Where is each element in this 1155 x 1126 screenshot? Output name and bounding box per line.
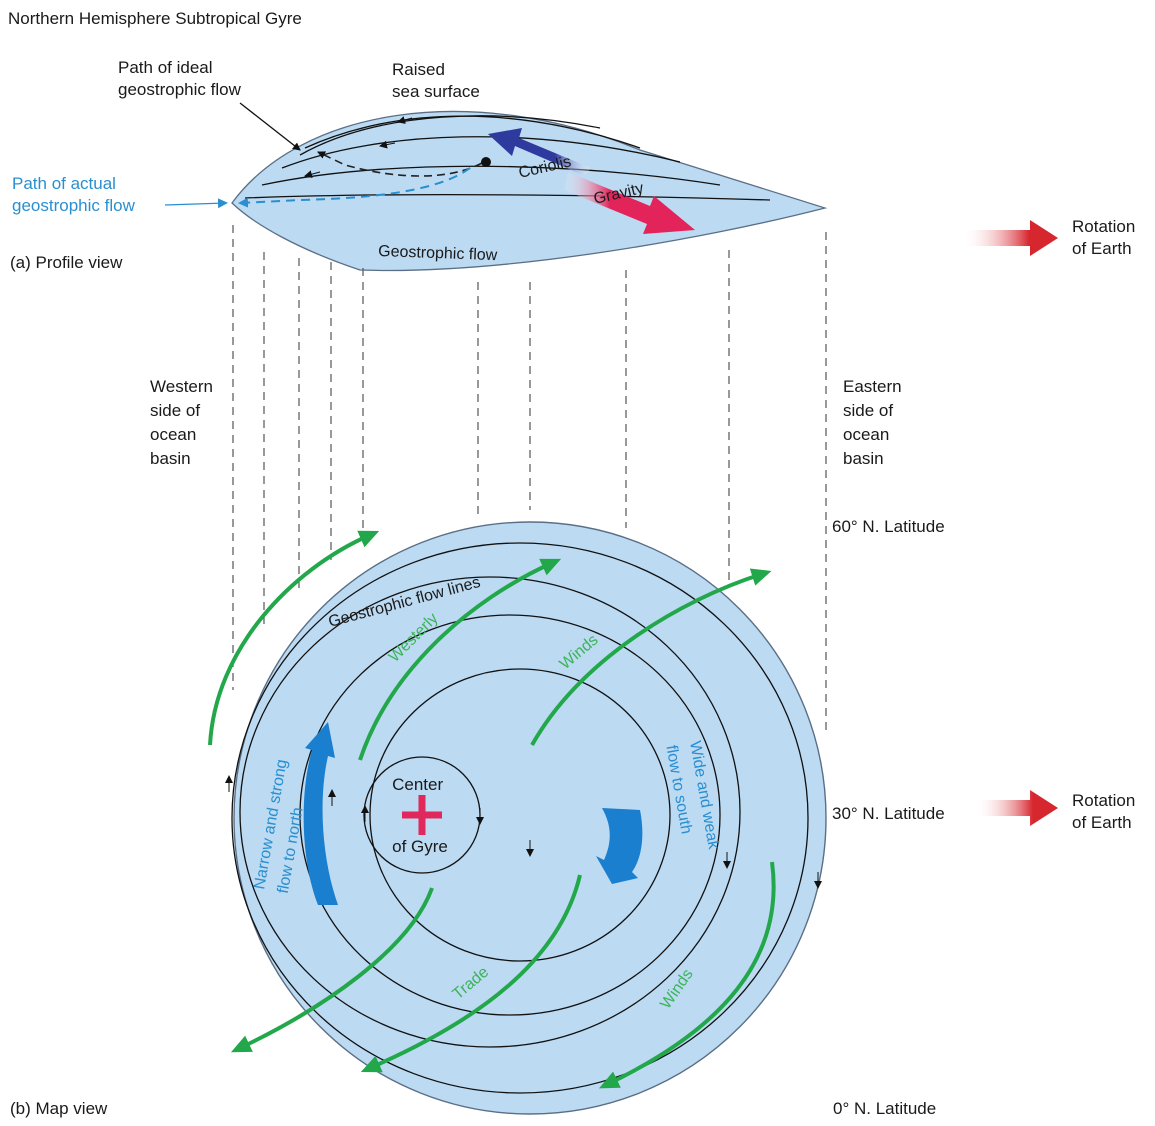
center-label: Center of Gyre xyxy=(392,775,448,856)
rotation-label-map: Rotation of Earth xyxy=(1072,791,1140,832)
flow-line xyxy=(239,576,741,1048)
rotation-label: Rotation of Earth xyxy=(1072,217,1140,258)
profile-contour xyxy=(304,115,641,149)
western-side-label: Western side of ocean basin xyxy=(150,377,218,468)
ideal-flow-label: Path of ideal geostrophic flow xyxy=(118,58,242,99)
wind-arrows xyxy=(208,530,776,1089)
trade-wind-arrow-east xyxy=(598,861,776,1089)
gravity-arrow xyxy=(564,172,695,234)
projection-lines xyxy=(232,225,827,730)
profile-caption: (a) Profile view xyxy=(10,253,123,272)
center-cross xyxy=(402,795,442,835)
trade-wind-arrow xyxy=(360,874,582,1073)
flow-line xyxy=(299,614,721,1016)
westerly-wind-arrow-east xyxy=(530,568,772,746)
latitude-30-label: 30° N. Latitude xyxy=(832,804,945,823)
gyre-basin xyxy=(233,521,827,1115)
profile-view: Coriolis Gravity Geostrophic flow Path o… xyxy=(10,58,828,272)
westerly-wind-arrow xyxy=(358,558,562,761)
trade-wind-arrow-west xyxy=(230,887,434,1053)
contour-arrow xyxy=(304,170,321,179)
water-parcel xyxy=(481,157,491,167)
westerly-wind-arrow-outer xyxy=(208,530,380,746)
flow-line xyxy=(231,542,809,1094)
raised-surface-label: Raised sea surface xyxy=(392,60,480,101)
latitude-60-label: 60° N. Latitude xyxy=(832,517,945,536)
geostrophic-flow-label: Geostrophic flow xyxy=(378,243,498,264)
actual-flow-label: Path of actual geostrophic flow xyxy=(12,174,136,215)
profile-contour xyxy=(244,194,771,201)
eastern-side-label: Eastern side of ocean basin xyxy=(843,377,906,468)
latitude-0-label: 0° N. Latitude xyxy=(833,1099,936,1118)
actual-flow-leader xyxy=(164,198,228,209)
actual-flow-path xyxy=(238,167,471,208)
narrow-strong-current xyxy=(303,722,338,905)
coriolis-arrow xyxy=(488,128,591,176)
map-view: Center of Gyre Geostrophic flow lines We… xyxy=(10,521,827,1118)
contour-arrow xyxy=(397,116,413,124)
map-caption: (b) Map view xyxy=(10,1099,108,1118)
contour-arrow xyxy=(379,140,396,149)
diagram-title: Northern Hemisphere Subtropical Gyre xyxy=(8,9,302,28)
raised-sea-surface xyxy=(231,110,828,272)
rotation-arrow-top: Rotation of Earth xyxy=(962,217,1140,258)
wide-weak-current xyxy=(596,808,643,884)
flow-line xyxy=(369,668,671,962)
rotation-arrow-map: Rotation of Earth xyxy=(975,790,1140,832)
ideal-flow-leader xyxy=(239,102,301,151)
